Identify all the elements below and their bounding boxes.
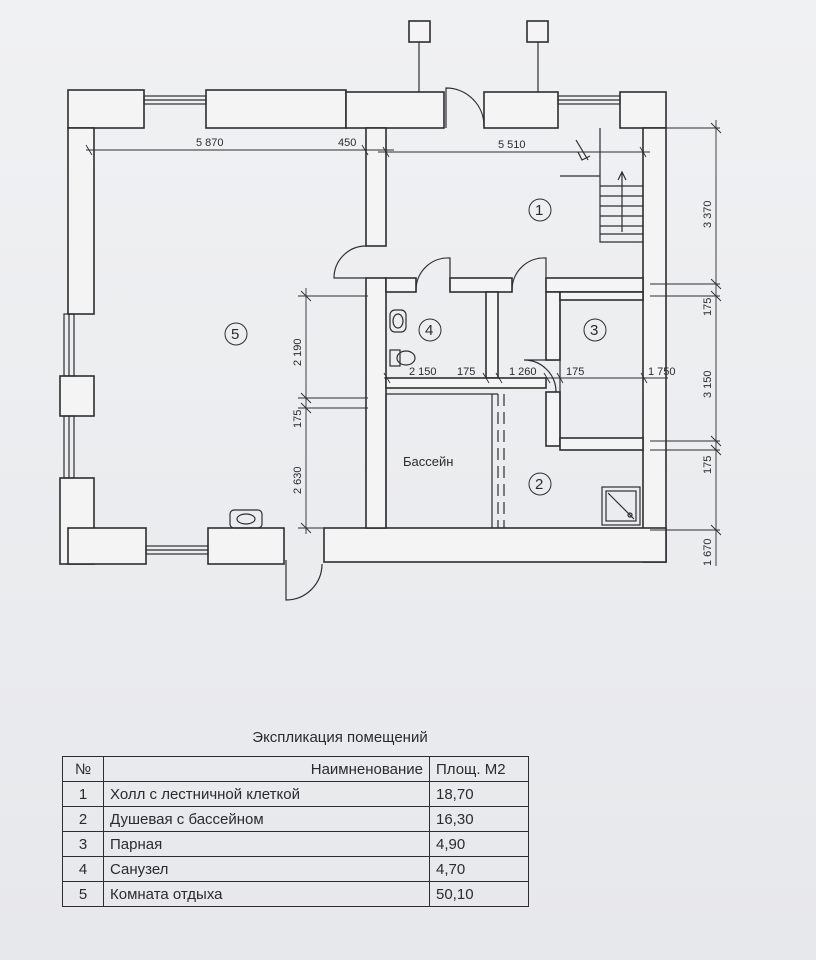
table-row: 5 Комната отдыха 50,10	[62, 881, 529, 907]
room-4-number: 4	[425, 322, 433, 339]
table-row: 2 Душевая с бассейном 16,30	[62, 806, 529, 832]
table-row: 1 Холл с лестничной клеткой 18,70	[62, 781, 529, 807]
doors	[285, 87, 557, 601]
row-name: Санузел	[103, 856, 430, 882]
row-area: 16,30	[429, 806, 529, 832]
dim-inner-4: 175	[566, 366, 584, 378]
row-num: 5	[62, 881, 104, 907]
header-name: Наимненование	[103, 756, 430, 782]
pool-label: Бассейн	[403, 454, 453, 469]
fixtures	[229, 309, 641, 529]
explication-title: Экспликация помещений	[252, 729, 428, 746]
room-1-number: 1	[535, 202, 543, 219]
row-num: 3	[62, 831, 104, 857]
header-area: Площ. М2	[429, 756, 529, 782]
dim-right-3: 3 150	[702, 370, 714, 398]
table-row: 3 Парная 4,90	[62, 831, 529, 857]
dimension-lines	[85, 120, 722, 566]
row-num: 4	[62, 856, 104, 882]
dim-inner-2: 175	[457, 366, 475, 378]
room-labels: 1 2 3 4 5 Бассейн	[224, 198, 607, 496]
room-2-number: 2	[535, 476, 543, 493]
dim-right-2: 175	[702, 298, 714, 316]
row-name: Парная	[103, 831, 430, 857]
row-area: 4,70	[429, 856, 529, 882]
entrance-porch	[408, 20, 549, 93]
dim-inner-1: 2 150	[409, 366, 437, 378]
dim-top-left: 5 870	[196, 137, 224, 149]
row-num: 2	[62, 806, 104, 832]
room-5-number: 5	[231, 326, 239, 343]
floor-plan: 5 870 450 5 510 3 370 175 3 150 175 1 67…	[59, 20, 722, 601]
dim-right-5: 1 670	[702, 538, 714, 566]
staircase	[560, 128, 643, 243]
outer-walls	[59, 89, 667, 565]
dimension-texts: 5 870 450 5 510 3 370 175 3 150 175 1 67…	[196, 137, 714, 566]
row-area: 4,90	[429, 831, 529, 857]
header-num: №	[62, 756, 104, 782]
dim-inner-5: 1 750	[648, 366, 676, 378]
room-3-number: 3	[590, 322, 598, 339]
table-header-row: № Наимненование Площ. М2	[62, 756, 529, 782]
row-area: 50,10	[429, 881, 529, 907]
dim-top-right: 5 510	[498, 139, 526, 151]
row-name: Холл с лестничной клеткой	[103, 781, 430, 807]
row-num: 1	[62, 781, 104, 807]
table-row: 4 Санузел 4,70	[62, 856, 529, 882]
dim-left-2: 175	[292, 410, 304, 428]
windows	[63, 95, 621, 555]
dim-left-3: 2 630	[292, 466, 304, 494]
dim-top-mid: 450	[338, 137, 356, 149]
row-name: Комната отдыха	[103, 881, 430, 907]
explication-table: № Наимненование Площ. М2 1 Холл с лестни…	[62, 756, 529, 907]
dim-right-4: 175	[702, 456, 714, 474]
row-area: 18,70	[429, 781, 529, 807]
dim-inner-3: 1 260	[509, 366, 537, 378]
row-name: Душевая с бассейном	[103, 806, 430, 832]
dim-right-1: 3 370	[702, 200, 714, 228]
dim-left-1: 2 190	[292, 338, 304, 366]
